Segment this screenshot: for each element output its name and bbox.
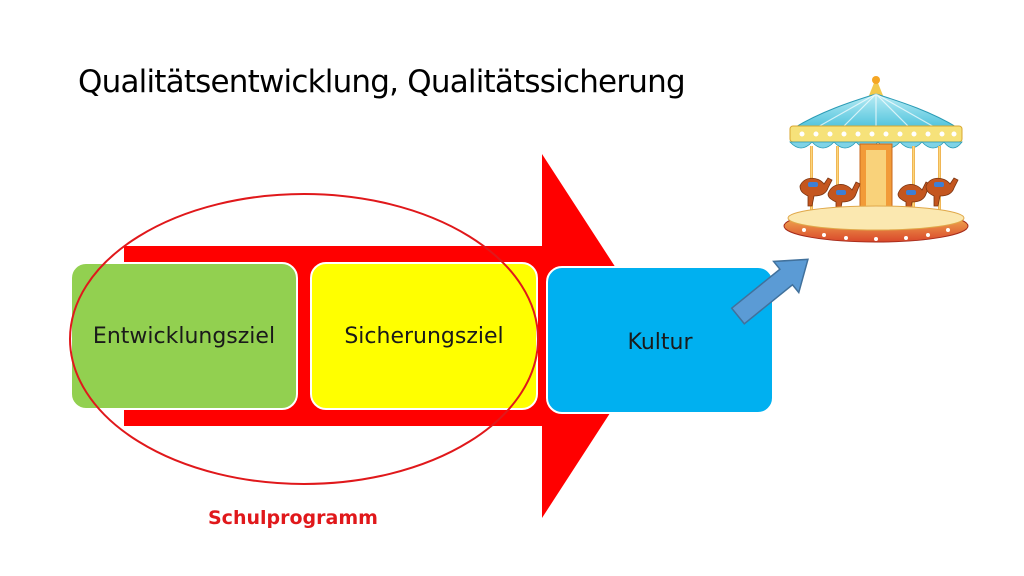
schulprogramm-label: Schulprogramm bbox=[208, 507, 378, 529]
carousel-image bbox=[783, 76, 969, 243]
slide-title: Qualitätsentwicklung, Qualitätssicherung bbox=[78, 64, 686, 100]
box-entwicklungsziel: Entwicklungsziel bbox=[70, 262, 298, 410]
box-label-kultur: Kultur bbox=[627, 329, 693, 355]
box-label-entwicklungsziel: Entwicklungsziel bbox=[92, 323, 276, 349]
box-kultur: Kultur bbox=[546, 266, 774, 414]
box-sicherungsziel: Sicherungsziel bbox=[310, 262, 538, 410]
box-label-sicherungsziel: Sicherungsziel bbox=[344, 323, 504, 349]
